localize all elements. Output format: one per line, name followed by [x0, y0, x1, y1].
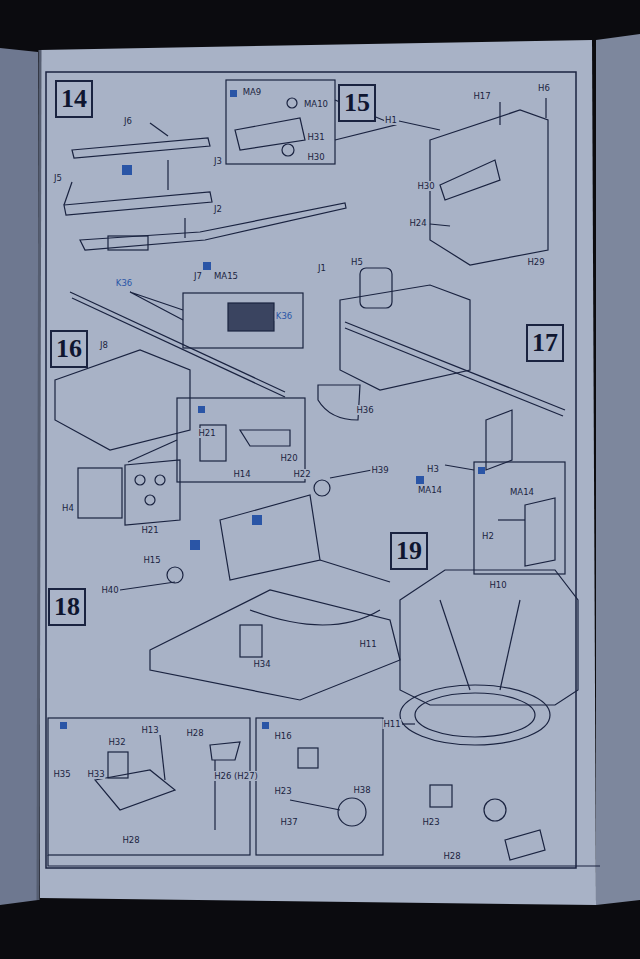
step-number: 18 [48, 588, 86, 626]
part-number: H3 [426, 464, 440, 474]
part-number: H15 [142, 555, 161, 565]
part-number: H21 [140, 525, 159, 535]
part-number: H40 [100, 585, 119, 595]
part-number: H22 [292, 469, 311, 479]
step-number: 16 [50, 330, 88, 368]
part-number: H28 [121, 835, 140, 845]
step-text: 14 [61, 84, 87, 113]
part-number: H36 [355, 405, 374, 415]
part-number: MA10 [303, 99, 329, 109]
part-number: H32 [107, 737, 126, 747]
part-number: H37 [279, 817, 298, 827]
part-number: K36 [115, 278, 133, 288]
part-number: H16 [273, 731, 292, 741]
part-number: J2 [213, 204, 223, 214]
part-number: H21 [197, 428, 216, 438]
part-number: H34 [252, 659, 271, 669]
step-number: 17 [526, 324, 564, 362]
part-number: H2 [481, 531, 495, 541]
part-number: H33 [86, 769, 105, 779]
part-number: H35 [52, 769, 71, 779]
part-number: K36 [275, 311, 293, 321]
step-number: 15 [338, 84, 376, 122]
part-number: J1 [317, 263, 327, 273]
part-number: H31 [306, 132, 325, 142]
part-number: H6 [537, 83, 551, 93]
part-number: H10 [488, 580, 507, 590]
step-text: 15 [344, 88, 370, 117]
part-number: H11 [382, 719, 401, 729]
part-number: H26 (H27) [213, 771, 259, 781]
step-number: 19 [390, 532, 428, 570]
step-text: 16 [56, 334, 82, 363]
part-number: MA14 [417, 485, 443, 495]
part-number: H38 [352, 785, 371, 795]
part-number: H23 [421, 817, 440, 827]
part-number: MA9 [242, 87, 263, 97]
step-number: 14 [55, 80, 93, 118]
part-number: MA15 [213, 271, 239, 281]
step-text: 17 [532, 328, 558, 357]
part-number: H30 [306, 152, 325, 162]
part-number: H5 [350, 257, 364, 267]
part-number: J6 [123, 116, 133, 126]
part-number: H39 [370, 465, 389, 475]
step-text: 18 [54, 592, 80, 621]
part-number: H11 [358, 639, 377, 649]
part-number: H20 [279, 453, 298, 463]
part-number: H28 [185, 728, 204, 738]
part-number: H30 [416, 181, 435, 191]
part-number: H23 [273, 786, 292, 796]
part-number: H17 [472, 91, 491, 101]
part-number: H28 [442, 851, 461, 861]
part-number: J3 [213, 156, 223, 166]
step-text: 19 [396, 536, 422, 565]
part-number: H1 [384, 115, 398, 125]
part-number: MA14 [509, 487, 535, 497]
part-number: J7 [193, 271, 203, 281]
part-number: H14 [232, 469, 251, 479]
part-number: H4 [61, 503, 75, 513]
part-number: J5 [53, 173, 63, 183]
part-number: H24 [408, 218, 427, 228]
part-number: H29 [526, 257, 545, 267]
part-number: J8 [99, 340, 109, 350]
part-number: H13 [140, 725, 159, 735]
